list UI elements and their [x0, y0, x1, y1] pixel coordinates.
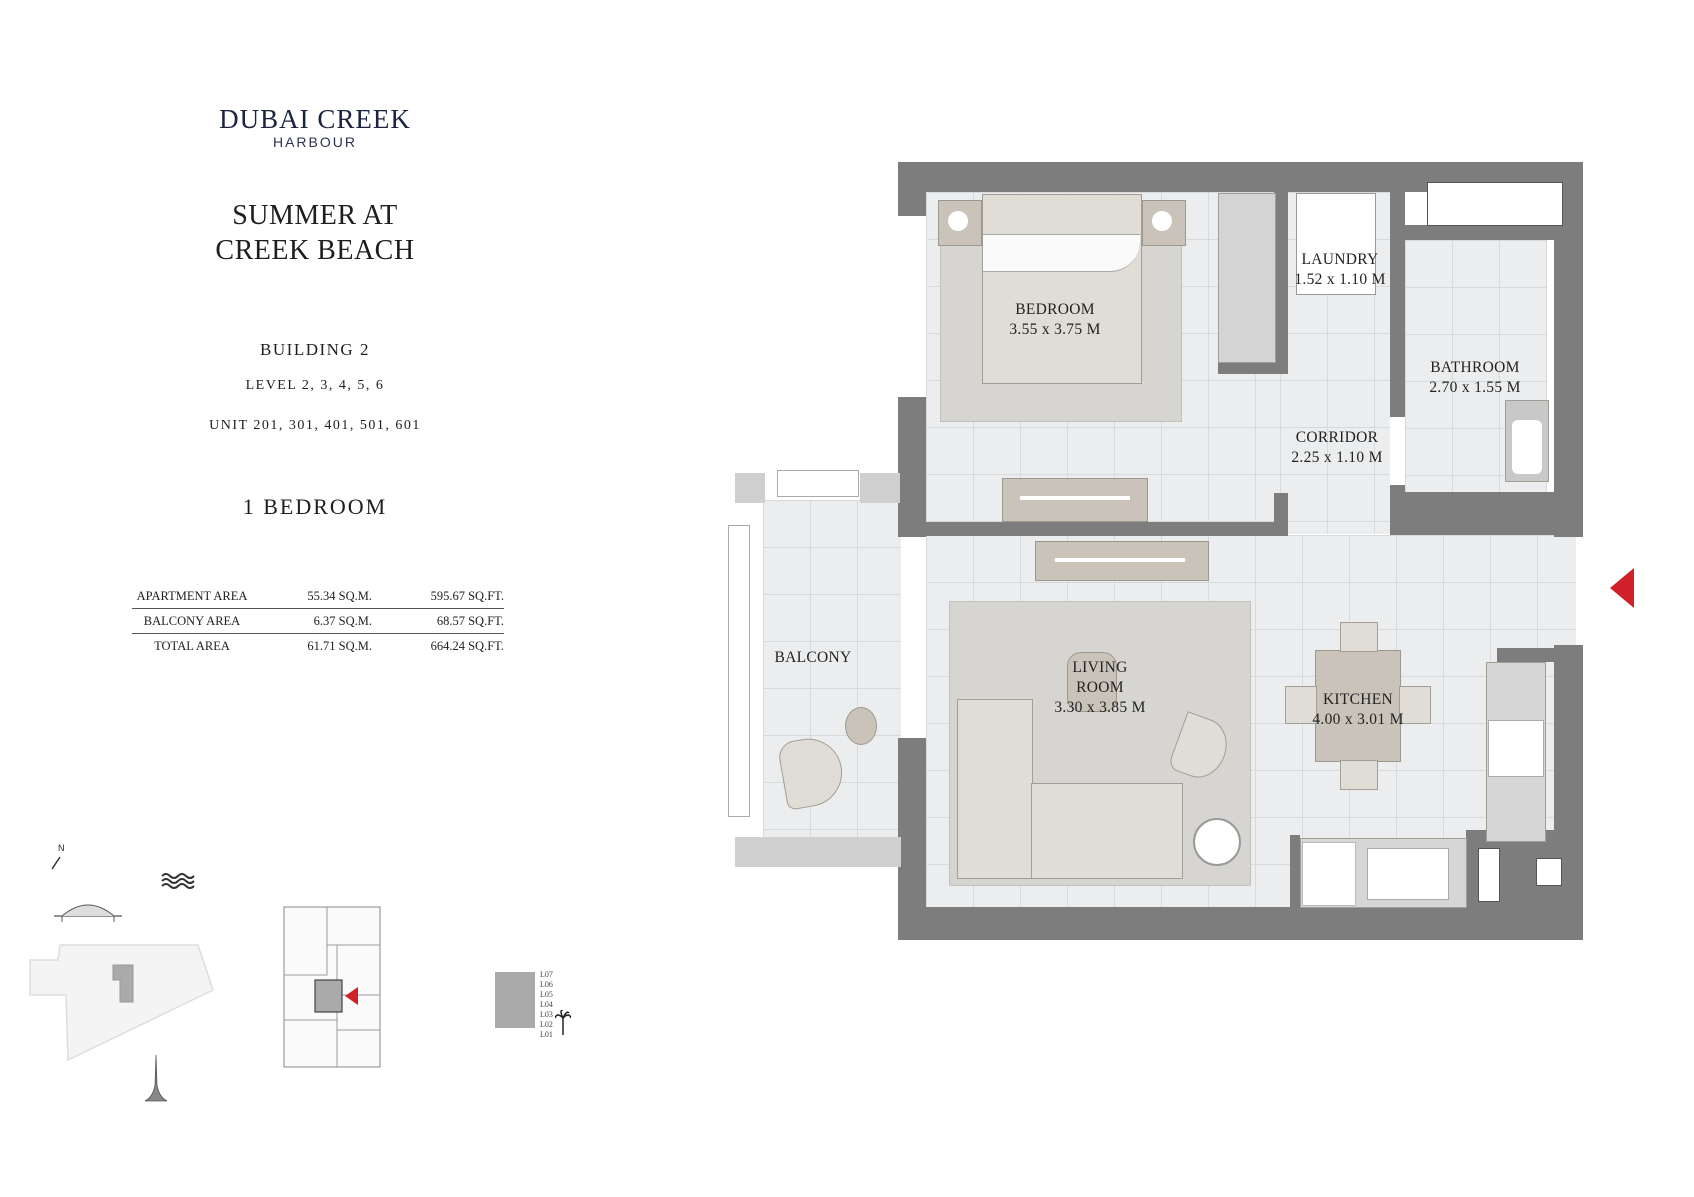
dresser-handle [1020, 496, 1130, 500]
site-plan-map [28, 940, 218, 1070]
level-key: L07 L06 L05 L04 L03 L02 L01 [540, 970, 553, 1039]
bathroom-floor [1405, 240, 1547, 492]
brand-logo: DUBAI CREEK HARBOUR [150, 104, 480, 150]
area-sqft: 595.67 SQ.FT. [372, 584, 504, 609]
project-title-line1: SUMMER AT [232, 200, 398, 231]
unit-type-label: 1 BEDROOM [242, 494, 388, 519]
sink-icon [1512, 420, 1542, 474]
balcony-floor [763, 500, 901, 846]
balcony-wall [735, 473, 765, 503]
wardrobe [1218, 193, 1276, 363]
area-sqft: 68.57 SQ.FT. [372, 608, 504, 634]
area-sqm: 61.71 SQ.M. [307, 638, 372, 653]
wall [1274, 493, 1288, 536]
side-table [1193, 818, 1241, 866]
building-key-plan [282, 905, 382, 1075]
wall [1554, 645, 1583, 940]
north-arrow-icon: N [48, 843, 70, 873]
duct [1536, 858, 1562, 886]
levels-label: LEVEL 2, 3, 4, 5, 6 [245, 378, 385, 393]
chair [1399, 686, 1431, 724]
table-row: APARTMENT AREA 55.34 SQ.M. 595.67 SQ.FT. [132, 584, 504, 609]
wall [898, 162, 926, 216]
area-sqm: 55.34 SQ.M. [252, 584, 372, 609]
chair [1285, 686, 1317, 724]
brand-subname: HARBOUR [272, 134, 357, 150]
level-stack-block [495, 972, 535, 1028]
wall [1218, 360, 1288, 374]
project-title-line2: CREEK BEACH [215, 235, 415, 266]
coffee-table [1067, 652, 1117, 712]
wall [898, 522, 1288, 536]
area-label: BALCONY AREA [132, 608, 252, 634]
entrance-arrow-icon [1610, 568, 1634, 608]
palm-tree-icon [554, 1009, 572, 1041]
bed [982, 194, 1142, 384]
wall [1290, 835, 1300, 907]
wall [1390, 492, 1580, 535]
bridge-icon [52, 900, 124, 929]
table-row: BALCONY AREA 6.37 SQ.M. 68.57 SQ.FT. [132, 608, 504, 634]
room-label-kitchen: KITCHEN 4.00 x 3.01 M [1312, 691, 1404, 728]
lamp-icon [948, 211, 968, 231]
wall-bottom [898, 907, 1583, 940]
tv-console-handle [1055, 558, 1185, 562]
balcony-wall [735, 837, 901, 867]
area-label: TOTAL AREA [154, 638, 230, 653]
duvet [983, 234, 1140, 272]
balcony-wall [860, 473, 900, 503]
building-label: BUILDING 2 [260, 340, 370, 359]
wall [898, 397, 926, 537]
fridge [1302, 842, 1356, 906]
tower-icon [143, 1054, 169, 1108]
project-title: SUMMER AT CREEK BEACH [150, 198, 480, 268]
wall [1497, 648, 1557, 662]
area-table: APARTMENT AREA 55.34 SQ.M. 595.67 SQ.FT.… [132, 584, 504, 658]
dresser [1002, 478, 1148, 522]
duct [1478, 848, 1500, 902]
balcony-rail [728, 525, 750, 817]
table-row: TOTAL AREA 61.71 SQ.M. 664.24 SQ.FT. [132, 634, 504, 659]
cooktop-icon [1488, 720, 1544, 777]
units-label: UNIT 201, 301, 401, 501, 601 [209, 418, 421, 433]
room-label-laundry: LAUNDRY 1.52 x 1.10 M [1294, 251, 1386, 288]
room-label-bathroom: BATHROOM 2.70 x 1.55 M [1429, 359, 1521, 396]
area-sqft: 664.24 SQ.FT. [430, 638, 504, 653]
chair [1340, 622, 1378, 652]
chair [1340, 760, 1378, 790]
sofa-chaise [957, 699, 1033, 879]
washer [1296, 193, 1376, 295]
shaft [1427, 182, 1563, 226]
room-label-corridor: CORRIDOR 2.25 x 1.10 M [1291, 429, 1383, 466]
wall [1390, 225, 1580, 240]
balcony-rail [777, 470, 859, 497]
sink-icon [1367, 848, 1449, 900]
balcony-table [845, 707, 877, 745]
wall [898, 738, 926, 940]
brand-name: DUBAI CREEK [219, 104, 411, 134]
lamp-icon [1152, 211, 1172, 231]
room-label-balcony: BALCONY [774, 649, 852, 666]
area-sqm: 6.37 SQ.M. [252, 608, 372, 634]
wall [1390, 192, 1405, 417]
water-waves-icon [160, 872, 196, 895]
sofa [1031, 783, 1183, 879]
room-label-bedroom: BEDROOM 3.55 x 3.75 M [1009, 301, 1101, 338]
room-label-living: LIVING ROOM 3.30 x 3.85 M [1054, 659, 1146, 716]
wall [1274, 192, 1288, 372]
area-label: APARTMENT AREA [132, 584, 252, 609]
